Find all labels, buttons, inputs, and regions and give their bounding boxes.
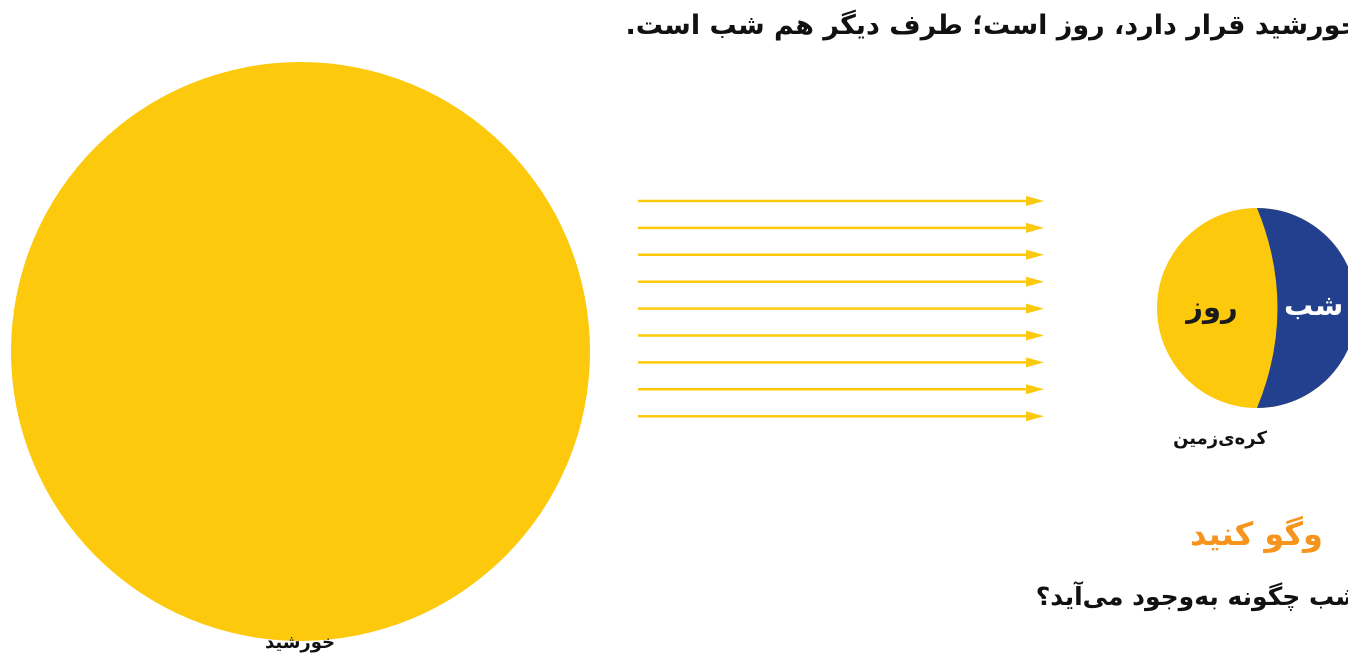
- earth-globe: [1157, 208, 1348, 408]
- sun-label: خورشید: [264, 632, 336, 653]
- ray-arrowhead: [1026, 411, 1044, 422]
- sun-circle: [11, 62, 590, 641]
- discussion-heading: وگو کنید: [1190, 515, 1323, 553]
- day-label: روز: [1186, 290, 1238, 324]
- ray-arrowhead: [1026, 196, 1044, 206]
- ray-arrowhead: [1026, 330, 1044, 341]
- ray-arrowhead: [1026, 249, 1044, 260]
- ray-arrowhead: [1026, 303, 1044, 314]
- ray-group: [638, 196, 1044, 422]
- earth-label: کره‌ی‌زمین: [1173, 428, 1267, 449]
- ray-arrowhead: [1026, 276, 1044, 287]
- discussion-question: شب چگونه به‌وجود می‌آید؟: [1035, 582, 1348, 611]
- instruction-text: خورشید قرار دارد، روز است؛ طرف دیگر هم ش…: [625, 10, 1348, 41]
- ray-arrowhead: [1026, 384, 1044, 395]
- night-label: شب: [1284, 288, 1344, 322]
- ray-arrowhead: [1026, 357, 1044, 368]
- earth-night-side: [1257, 208, 1348, 408]
- ray-arrowhead: [1026, 222, 1044, 233]
